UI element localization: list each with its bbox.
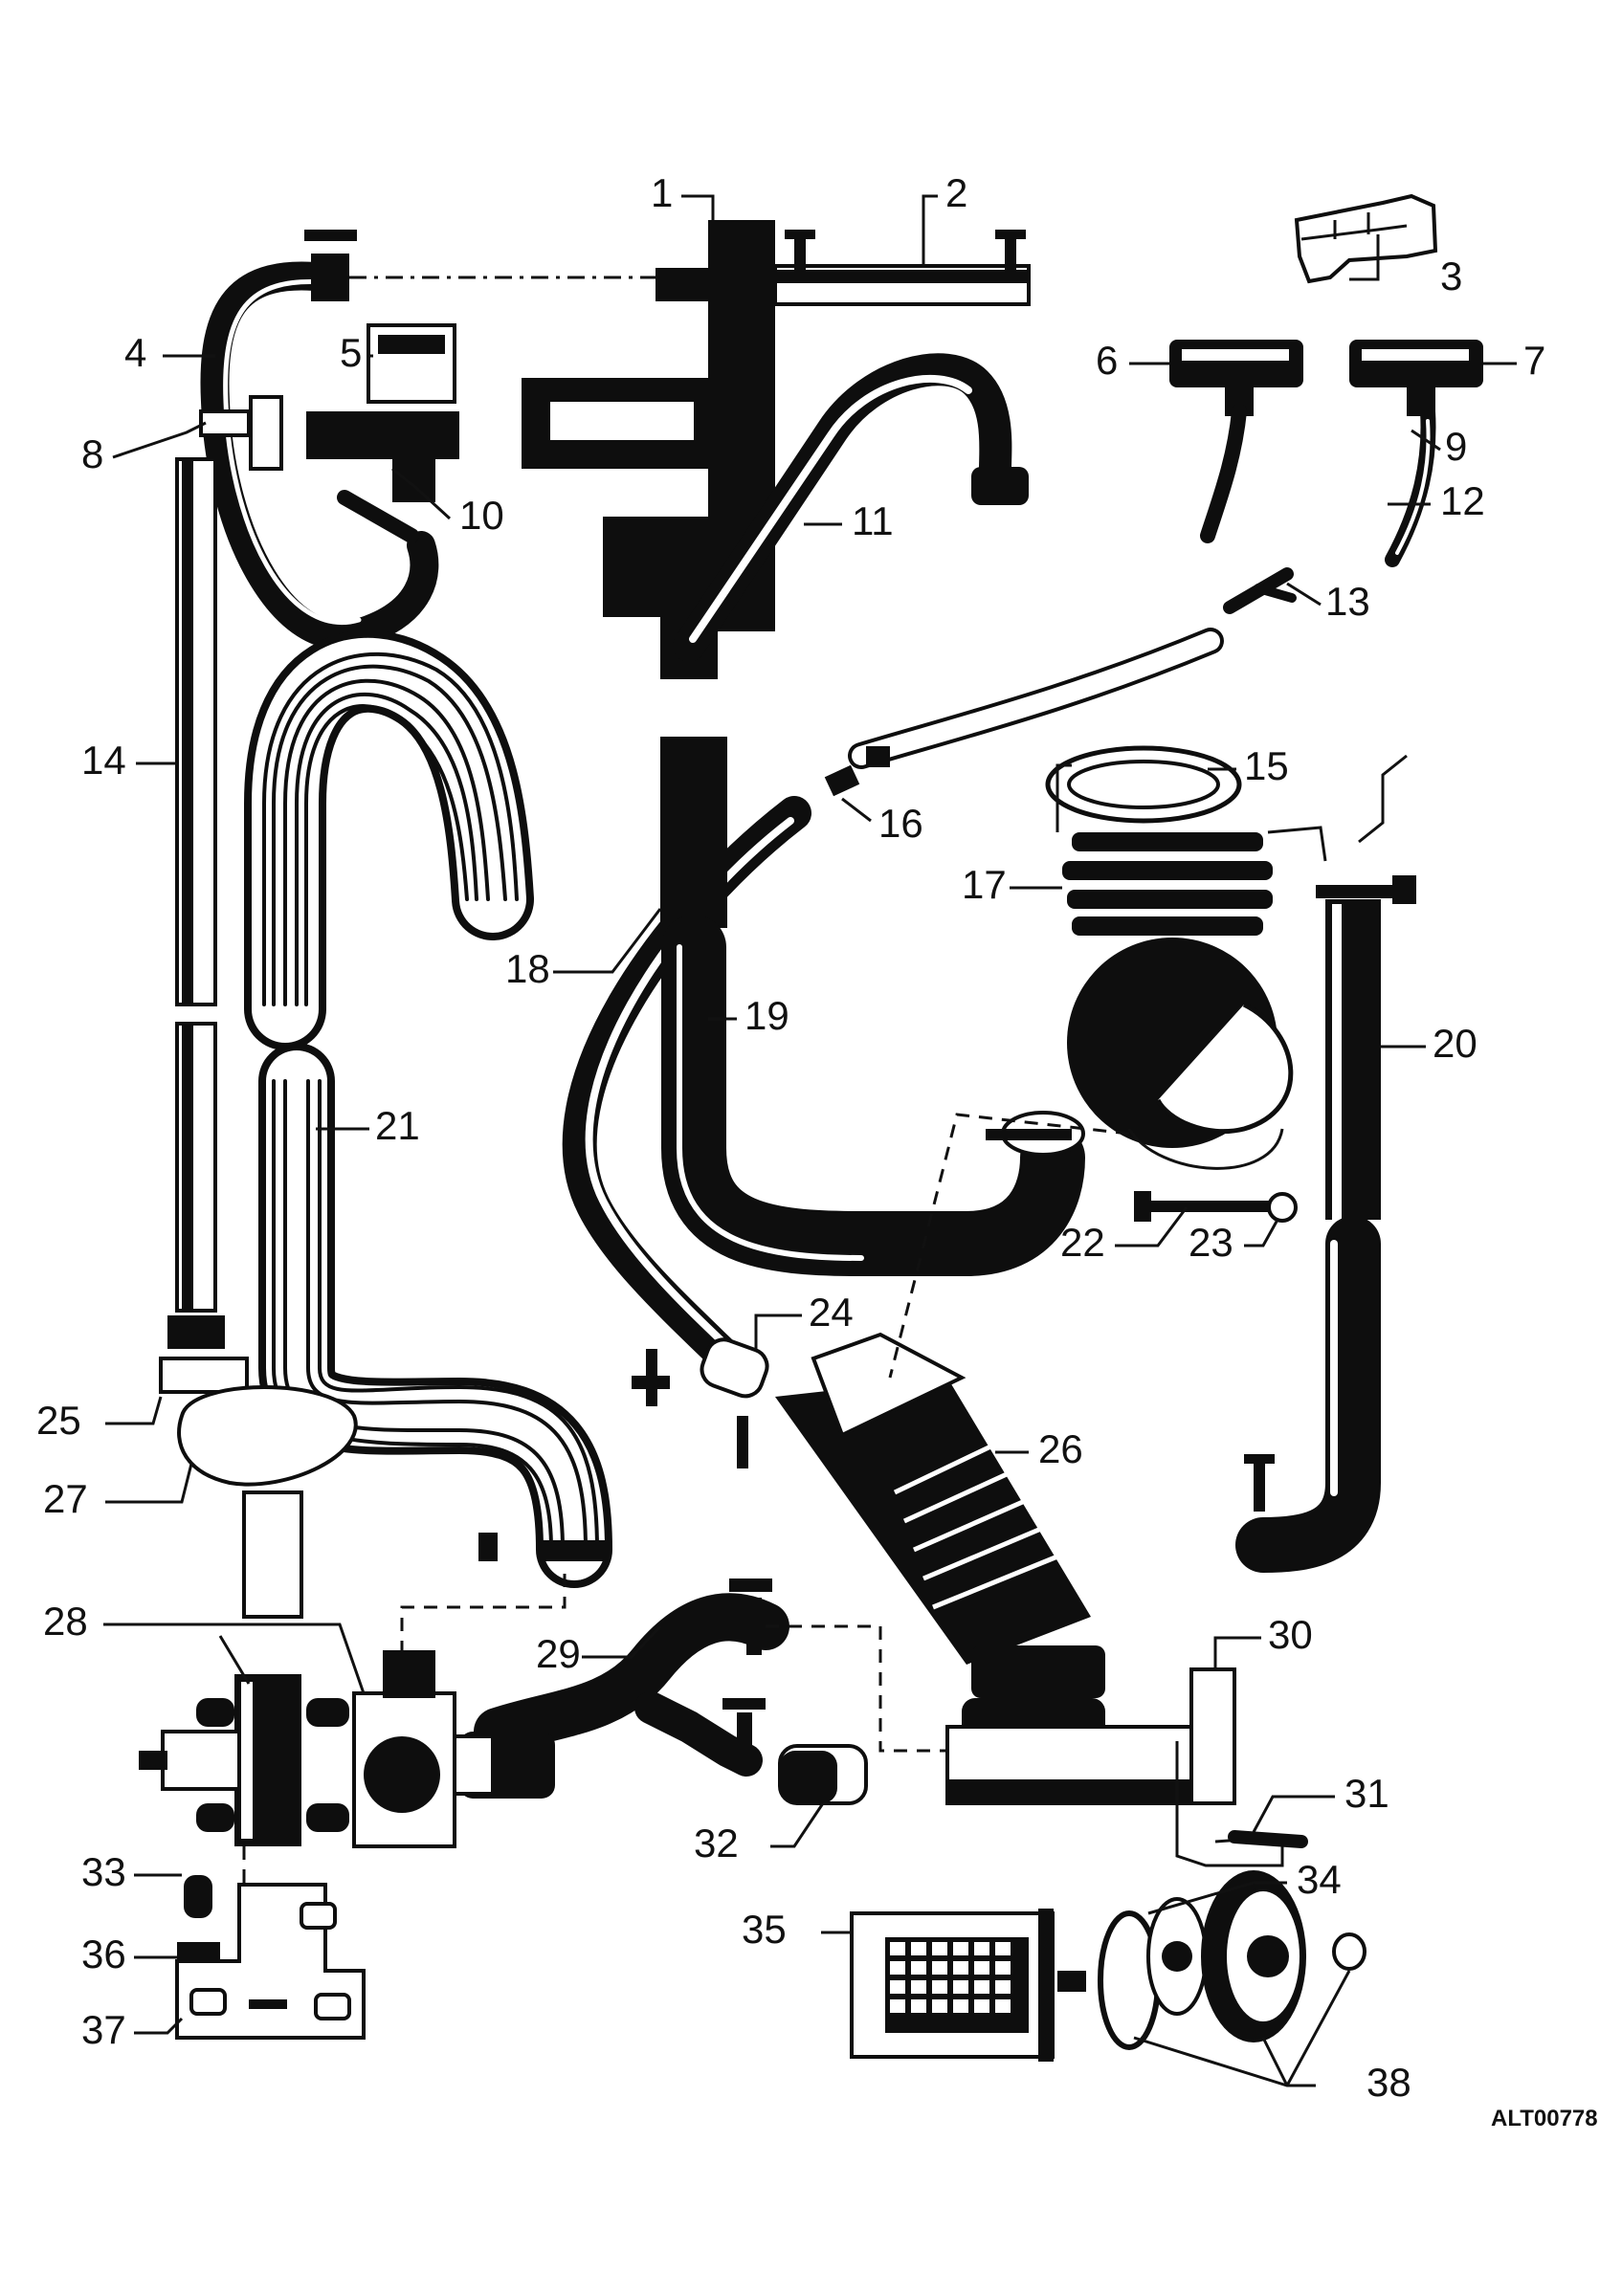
part-3-bracket <box>1294 193 1438 284</box>
part-30-housing <box>945 1645 1236 1805</box>
part-37-mount <box>175 1883 366 2040</box>
callout-4: 4 <box>124 330 146 375</box>
part-16-fitting <box>824 628 1224 797</box>
part-15-ring <box>1045 745 1242 824</box>
part-7-pressure-switch <box>1349 340 1483 567</box>
callout-23: 23 <box>1189 1220 1233 1265</box>
callout-13: 13 <box>1325 579 1370 624</box>
part-31-bracket <box>1175 1741 1308 1867</box>
callout-25: 25 <box>36 1398 81 1443</box>
part-35-filter <box>850 1909 1086 2062</box>
part-24-fitting <box>632 1337 769 1468</box>
callout-28: 28 <box>43 1599 88 1644</box>
callout-18: 18 <box>505 946 550 991</box>
callout-33: 33 <box>81 1849 126 1894</box>
part-32-hose <box>778 1744 868 1805</box>
callout-31: 31 <box>1344 1771 1389 1816</box>
part-17-boot <box>1062 832 1294 1148</box>
callout-19: 19 <box>744 993 789 1038</box>
callout-20: 20 <box>1433 1021 1478 1066</box>
callout-3: 3 <box>1440 254 1462 298</box>
callout-22: 22 <box>1060 1220 1105 1265</box>
callout-29: 29 <box>536 1631 581 1676</box>
callout-34: 34 <box>1297 1857 1342 1902</box>
callout-36: 36 <box>81 1932 126 1976</box>
part-33-clip <box>184 1875 212 1918</box>
callout-14: 14 <box>81 738 126 783</box>
callout-37: 37 <box>81 2007 126 2052</box>
callout-7: 7 <box>1523 338 1545 383</box>
reference-code: ALT00778 <box>1491 2106 1598 2131</box>
part-13-tee <box>1223 567 1297 614</box>
callout-21: 21 <box>375 1103 420 1148</box>
callout-5: 5 <box>340 330 362 375</box>
callout-11: 11 <box>852 498 894 543</box>
part-23-nut <box>1267 1192 1298 1223</box>
part-11-curved-pipe <box>673 353 1029 662</box>
callout-32: 32 <box>694 1821 739 1866</box>
part-5-water-valve <box>199 323 459 543</box>
callout-6: 6 <box>1096 338 1118 383</box>
callout-15: 15 <box>1244 743 1289 788</box>
callout-10: 10 <box>459 493 504 538</box>
part-2-tube <box>773 230 1031 306</box>
part-1-manifold <box>522 220 775 679</box>
part-18-hose <box>562 737 811 1395</box>
callout-30: 30 <box>1268 1612 1313 1657</box>
part-6-pressure-switch <box>1169 340 1303 543</box>
parts-illustration <box>139 193 1483 2062</box>
clamp-strap <box>1127 1128 1284 1170</box>
callouts: 1 2 3 4 5 6 7 8 9 10 11 12 13 14 15 16 1… <box>36 170 1545 2105</box>
callout-38: 38 <box>1366 2060 1411 2105</box>
callout-35: 35 <box>742 1907 787 1952</box>
part-27-connector <box>177 1385 358 1619</box>
callout-9: 9 <box>1445 424 1467 469</box>
callout-1: 1 <box>651 170 673 215</box>
callout-8: 8 <box>81 431 103 476</box>
callout-12: 12 <box>1440 478 1485 523</box>
part-28-pump <box>139 1650 495 1848</box>
reference-lines <box>242 276 1408 1885</box>
part-22-screw <box>1134 1191 1282 1222</box>
part-20-hose <box>1235 875 1416 1573</box>
callout-16: 16 <box>878 801 923 846</box>
callout-27: 27 <box>43 1476 88 1521</box>
part-38-pulley-assembly <box>1146 1870 1366 2042</box>
callout-24: 24 <box>809 1290 854 1335</box>
part-29-elbow <box>459 1578 789 1799</box>
part-26-bellows <box>775 1332 1091 1665</box>
part-19-hose <box>661 915 1085 1276</box>
part-14-pipe <box>159 457 249 1394</box>
callout-17: 17 <box>962 862 1007 907</box>
callout-26: 26 <box>1038 1426 1083 1471</box>
callout-2: 2 <box>945 170 967 215</box>
